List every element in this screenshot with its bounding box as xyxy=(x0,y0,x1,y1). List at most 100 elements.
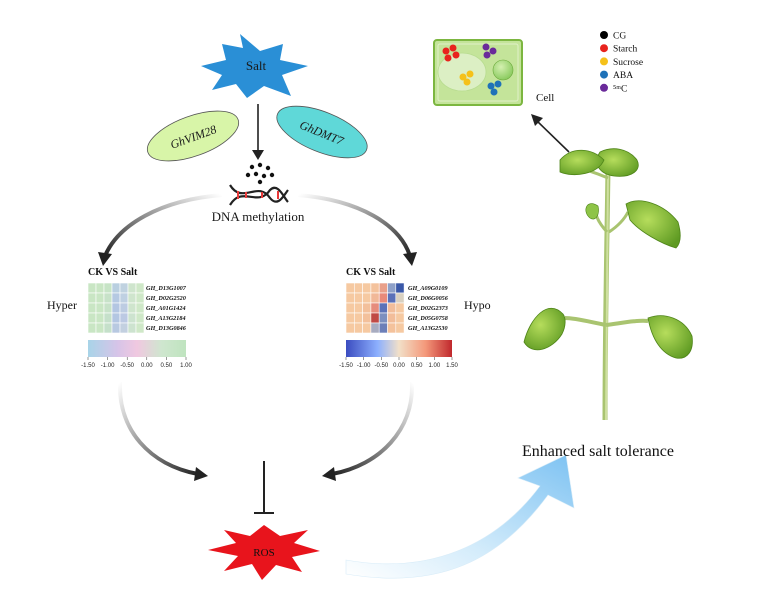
scale-tick-label: 0.50 xyxy=(161,363,173,369)
legend-label: ABA xyxy=(613,71,633,81)
right-color-scale xyxy=(346,340,452,357)
rh-cell xyxy=(378,312,388,324)
right-heatmap-cells xyxy=(345,282,405,334)
ros-star: ROS xyxy=(208,525,320,580)
ros-label: ROS xyxy=(253,547,274,559)
gene-label: GH_A01G1424 xyxy=(146,305,186,312)
rh-cell xyxy=(378,292,388,304)
lh-cell xyxy=(111,302,121,314)
legend-swatch xyxy=(600,57,608,66)
lh-cell xyxy=(95,282,105,294)
gene-label: GH_D02G2373 xyxy=(408,305,448,312)
legend-label: CG xyxy=(613,32,626,42)
right-heatmap: CK VS Salt Hypo GH_A09G0109GH_D06G0056GH… xyxy=(339,267,491,369)
lh-cell xyxy=(119,292,129,304)
rh-cell xyxy=(362,312,372,324)
rh-cell xyxy=(387,292,397,304)
gene-label: GH_A13G2530 xyxy=(408,325,448,332)
rh-cell xyxy=(395,302,405,314)
scale-tick-label: 0.50 xyxy=(411,363,423,369)
scale-tick-label: -1.00 xyxy=(101,363,115,369)
rh-cell xyxy=(370,302,380,314)
lh-cell xyxy=(127,302,137,314)
scale-tick-label: 0.00 xyxy=(393,363,405,369)
legend-swatch xyxy=(600,31,608,39)
rh-cell xyxy=(387,312,397,324)
lh-cell xyxy=(87,292,97,304)
salt-label: Salt xyxy=(246,58,267,73)
gene-label: GH_D06G0056 xyxy=(408,295,449,302)
gene-label: GH_D13G1007 xyxy=(146,285,187,292)
gene-label: GH_D13G0846 xyxy=(146,325,187,332)
lh-cell xyxy=(103,282,113,294)
rh-cell xyxy=(353,282,363,294)
arc-arrow-right xyxy=(297,193,417,266)
rh-cell xyxy=(378,282,388,294)
rh-cell xyxy=(395,282,405,294)
scale-tick-label: 1.50 xyxy=(446,363,458,369)
lh-cell xyxy=(87,282,97,294)
legend-label: Sucrose xyxy=(613,58,643,68)
dna-methylation-icon: DNA methylation xyxy=(212,162,305,224)
rh-cell xyxy=(353,322,363,334)
rh-cell xyxy=(370,322,380,334)
lh-cell xyxy=(111,282,121,294)
lh-cell xyxy=(111,292,121,304)
rh-cell xyxy=(370,282,380,294)
arc-arrow-left xyxy=(98,193,223,266)
rh-cell xyxy=(395,322,405,334)
rh-cell xyxy=(378,302,388,314)
rh-cell xyxy=(345,302,355,314)
lh-cell xyxy=(119,322,129,334)
lh-cell xyxy=(127,322,137,334)
lh-cell xyxy=(111,322,121,334)
scale-tick-label: -0.50 xyxy=(120,363,134,369)
legend-label: Starch xyxy=(613,45,638,55)
salt-star: Salt xyxy=(201,34,308,98)
rh-cell xyxy=(353,302,363,314)
left-heatmap: CK VS Salt Hyper GH_D13G1007GH_D02G2520G… xyxy=(47,267,192,369)
gene-label: GH_A09G0109 xyxy=(408,285,448,292)
lh-cell xyxy=(135,282,145,294)
plant-to-cell-arrow xyxy=(531,114,570,153)
lh-cell xyxy=(135,302,145,314)
lh-cell xyxy=(127,292,137,304)
scale-tick-label: 0.00 xyxy=(141,363,153,369)
lh-cell xyxy=(87,312,97,324)
lh-cell xyxy=(119,312,129,324)
rh-cell xyxy=(395,312,405,324)
cell-illustration xyxy=(433,39,523,106)
lh-cell xyxy=(135,312,145,324)
lh-cell xyxy=(103,292,113,304)
rh-cell xyxy=(387,282,397,294)
lh-cell xyxy=(103,312,113,324)
legend-swatch xyxy=(600,44,608,53)
dna-methylation-label: DNA methylation xyxy=(212,209,305,224)
gene-label: GH_D05G0758 xyxy=(408,315,448,322)
lh-cell xyxy=(103,322,113,334)
enzyme-ghdmt7: GhDMT7 xyxy=(276,105,368,159)
enzyme-ghvim28: GhVIM28 xyxy=(146,110,240,162)
gene-label: GH_D02G2520 xyxy=(146,295,186,302)
rh-cell xyxy=(345,282,355,294)
rh-cell xyxy=(395,292,405,304)
right-heatmap-title: CK VS Salt xyxy=(346,267,396,278)
scale-tick-label: 1.00 xyxy=(428,363,440,369)
down-arrow-right xyxy=(322,381,415,481)
lh-cell xyxy=(127,282,137,294)
lh-cell xyxy=(95,312,105,324)
scale-tick-label: -1.00 xyxy=(357,363,371,369)
lh-cell xyxy=(111,312,121,324)
rh-cell xyxy=(370,312,380,324)
lh-cell xyxy=(135,292,145,304)
lh-cell xyxy=(127,312,137,324)
rh-cell xyxy=(387,302,397,314)
left-heatmap-genes: GH_D13G1007GH_D02G2520GH_A01G1424GH_A13G… xyxy=(146,285,187,332)
lh-cell xyxy=(119,302,129,314)
hypo-label: Hypo xyxy=(464,298,491,312)
rh-cell xyxy=(362,282,372,294)
right-heatmap-genes: GH_A09G0109GH_D06G0056GH_D02G2373GH_D05G… xyxy=(408,285,449,332)
